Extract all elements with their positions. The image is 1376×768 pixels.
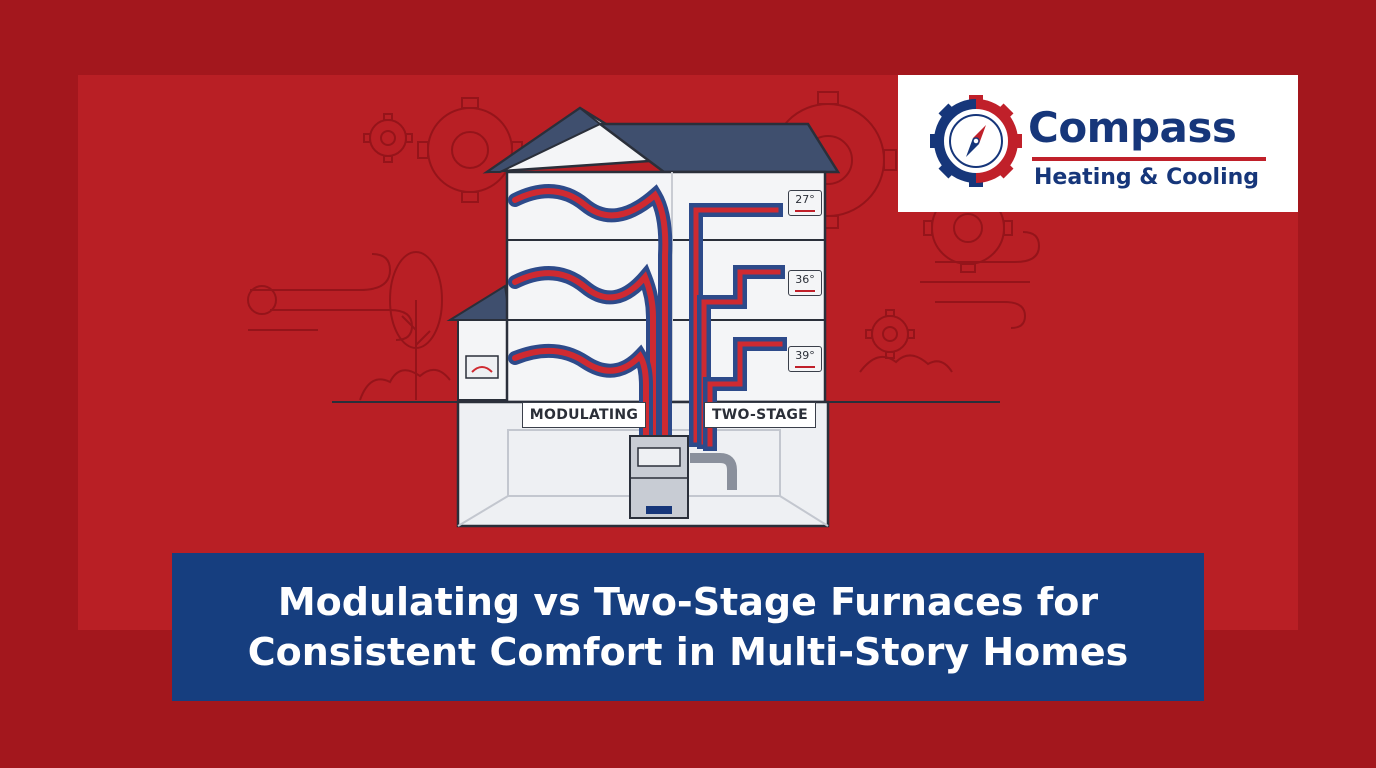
compass-gear-icon — [930, 95, 1022, 187]
title-banner: Modulating vs Two-Stage Furnaces for Con… — [172, 553, 1204, 701]
brand-name: Compass — [1028, 103, 1237, 152]
wing-roof — [446, 284, 512, 321]
wind-icon — [247, 253, 414, 341]
thermostat-floor-2: 36° — [788, 270, 822, 296]
main-roof — [596, 122, 841, 174]
wind-icon — [859, 231, 1041, 373]
brand-rule — [1032, 157, 1266, 161]
gear-icon — [865, 309, 915, 359]
thermostat-icon — [465, 355, 499, 379]
gear-icon — [417, 97, 523, 203]
furnace-icon — [629, 435, 737, 519]
modulating-label: MODULATING — [522, 402, 646, 428]
page-title-line-2: Consistent Comfort in Multi-Story Homes — [247, 630, 1129, 674]
page-title-line-1: Modulating vs Two-Stage Furnaces for — [277, 580, 1099, 624]
thermostat-floor-3: 27° — [788, 190, 822, 216]
two-stage-label: TWO-STAGE — [704, 402, 816, 428]
brand-tagline: Heating & Cooling — [1034, 165, 1260, 190]
tree-icon — [359, 251, 451, 401]
thermostat-floor-1: 39° — [788, 346, 822, 372]
brand-logo: Compass Heating & Cooling — [898, 75, 1298, 212]
gear-icon — [363, 113, 413, 163]
modulating-airflow — [508, 184, 673, 452]
